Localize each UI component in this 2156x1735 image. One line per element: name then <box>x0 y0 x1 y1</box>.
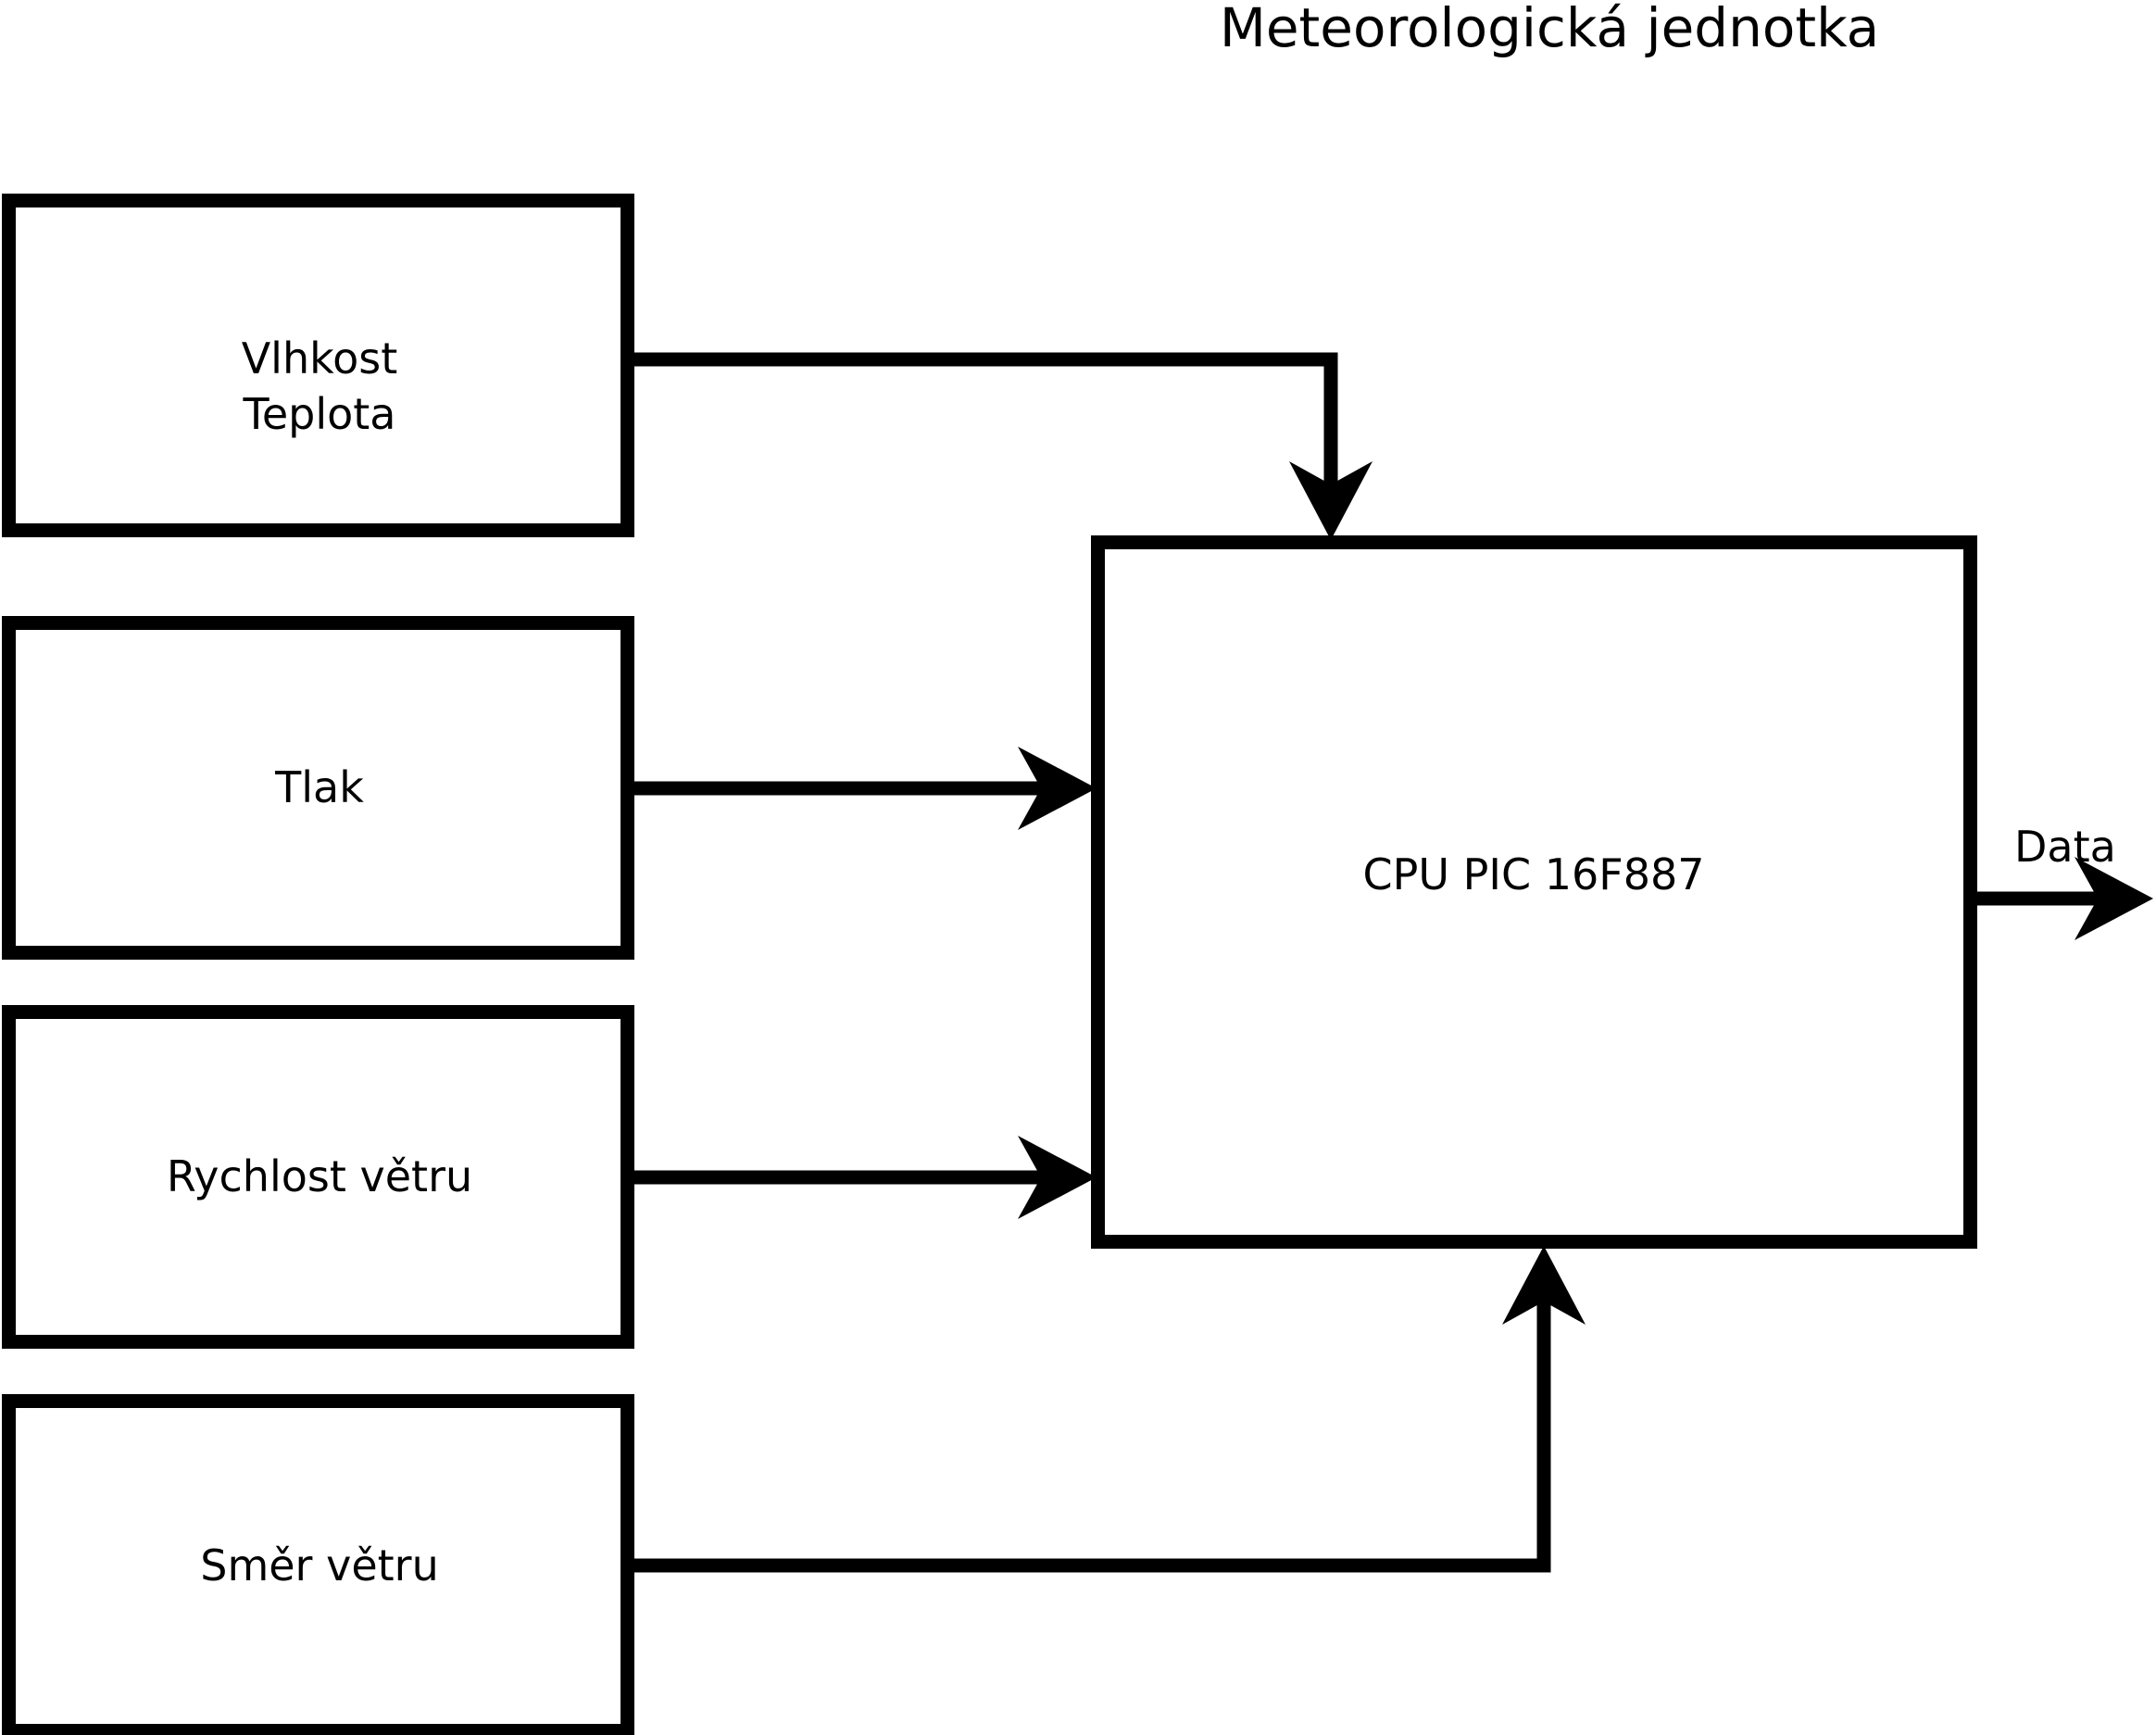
cpu-box-label: CPU PIC 16F887 <box>1363 849 1705 899</box>
sensor-box-pressure[interactable] <box>2 616 634 960</box>
connector-wind-speed-to-cpu <box>627 1136 1097 1219</box>
page-title: Meteorologická jednotka <box>1220 0 1879 59</box>
sensor-box-humidity-temperature[interactable] <box>2 194 634 537</box>
sensor-box-wind-speed[interactable] <box>2 1005 634 1349</box>
sensor-box-wind-direction-label: Směr větru <box>200 1540 438 1590</box>
connector-humidity-temperature-to-cpu <box>627 352 1373 540</box>
data-output-label: Data <box>2014 822 2116 872</box>
cpu-box[interactable] <box>1091 535 1977 1249</box>
connector-pressure-to-cpu <box>627 747 1097 830</box>
sensor-box-wind-speed-label: Rychlost větru <box>167 1151 472 1201</box>
connector-cpu-data-output <box>1971 857 2153 940</box>
connector-wind-direction-to-cpu <box>627 1246 1586 1573</box>
sensor-box-humidity-temperature-label-line2: Teplota <box>243 389 396 439</box>
sensor-box-humidity-temperature-label-line1: Vlhkost <box>242 333 398 383</box>
sensor-box-pressure-label: Tlak <box>274 762 364 812</box>
